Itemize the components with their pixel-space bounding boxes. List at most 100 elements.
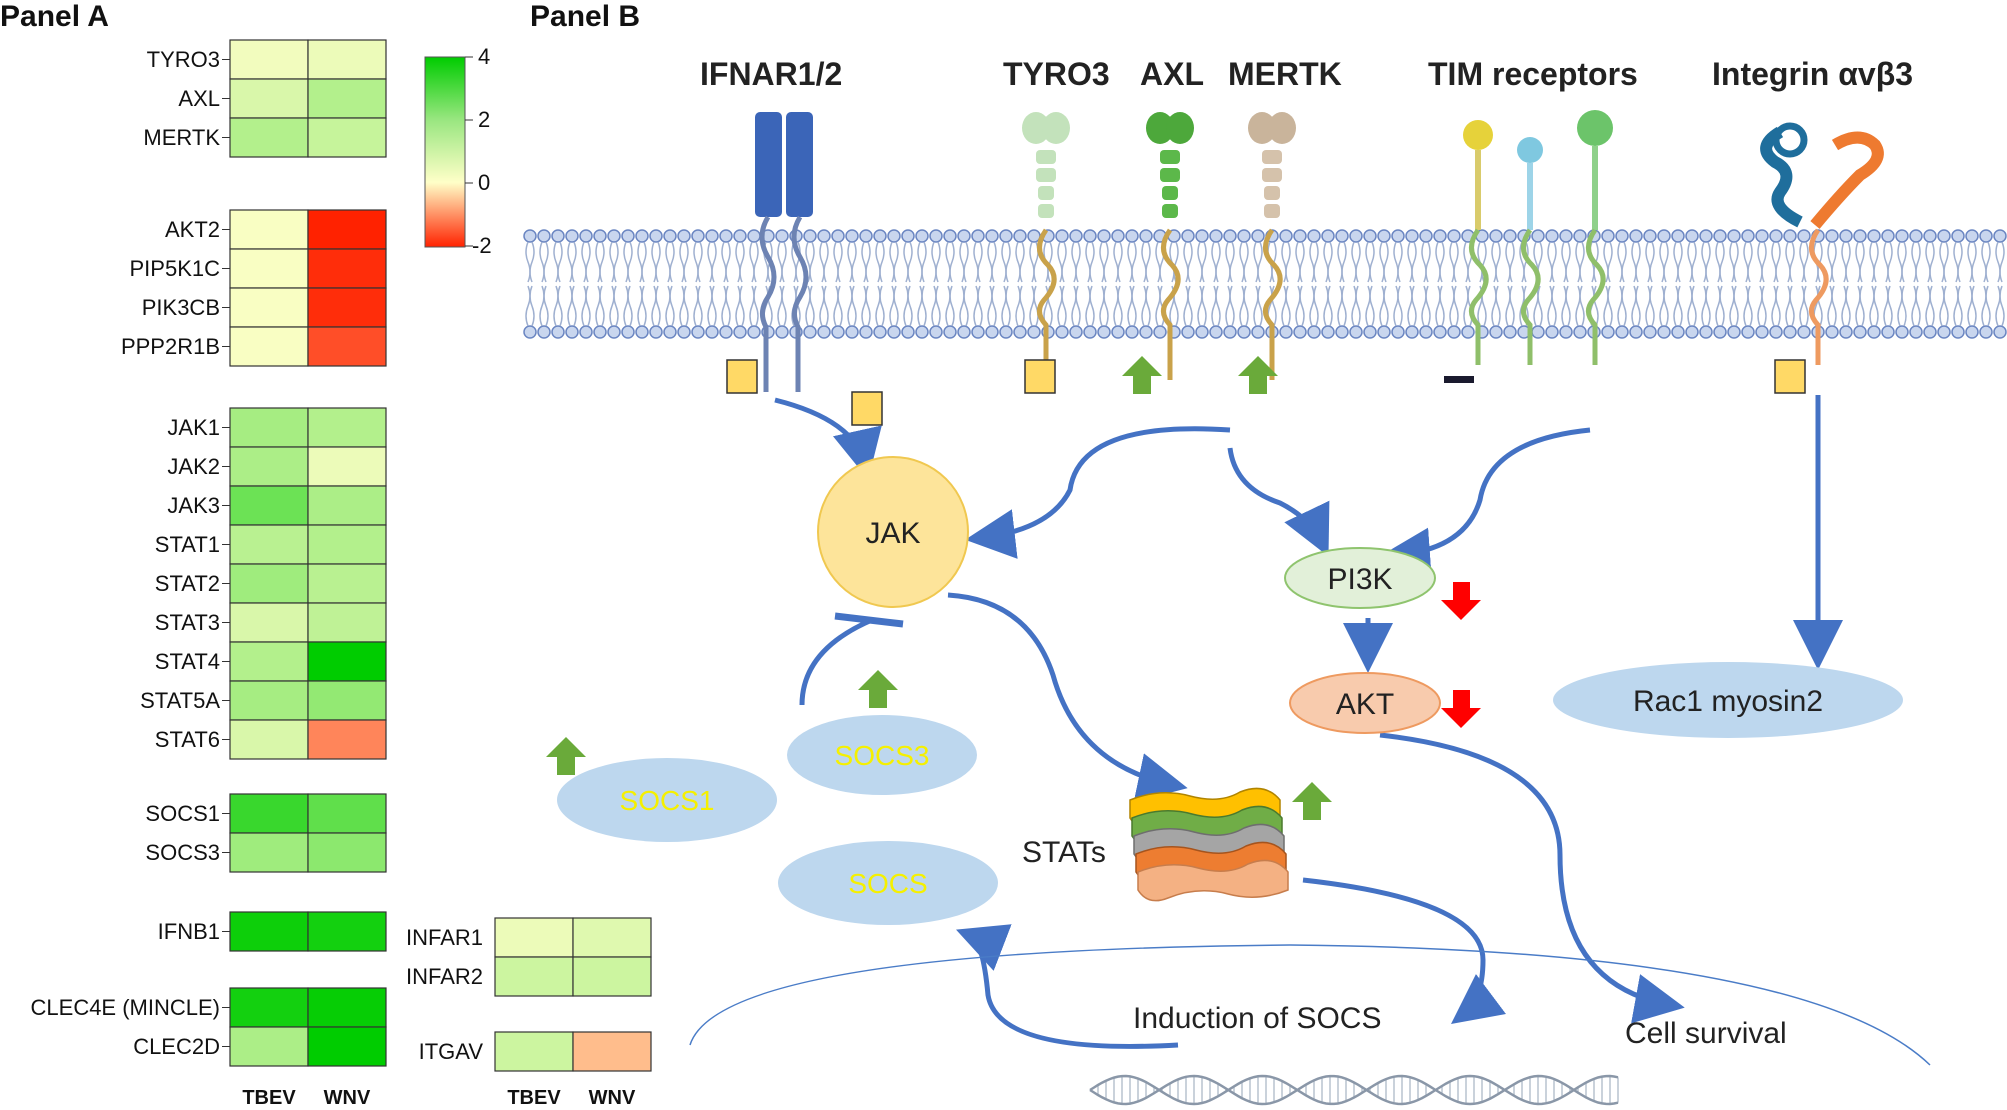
- gene-label: STAT3: [155, 610, 220, 635]
- minus-marker-tim: [1444, 376, 1474, 383]
- neutral-box-integrin: [1774, 359, 1806, 394]
- heatmap-cell: [307, 719, 387, 760]
- heatmap: TYRO3AXLMERTKAKT2PIP5K1CPIK3CBPPP2R1BJAK…: [31, 39, 387, 1109]
- heatmap-cell: [307, 485, 387, 526]
- label-induction: Induction of SOCS: [1133, 1002, 1381, 1035]
- heatmap-cell: [307, 832, 387, 873]
- heatmap-cell: [307, 563, 387, 604]
- heatmap-cell: [229, 719, 309, 760]
- heatmap-cell: [307, 641, 387, 682]
- heatmap-cell: [307, 987, 387, 1028]
- gene-label: MERTK: [143, 125, 220, 150]
- heatmap-cell: [494, 956, 574, 997]
- gene-label: INFAR2: [406, 964, 483, 989]
- tim-receptors: [1463, 110, 1613, 365]
- gene-label: JAK3: [167, 493, 220, 518]
- heatmap-cell: [307, 446, 387, 487]
- heatmap-cell: [229, 641, 309, 682]
- heatmap-cell: [229, 248, 309, 289]
- up-arrow-socs1: [546, 737, 586, 775]
- gene-label: AKT2: [165, 217, 220, 242]
- gene-label: STAT6: [155, 727, 220, 752]
- heatmap-cell: [229, 832, 309, 873]
- colorbar-tick-2: 2: [478, 107, 490, 132]
- heatmap-cell: [229, 680, 309, 721]
- gene-label: TYRO3: [147, 47, 220, 72]
- heatmap-cell: [307, 911, 387, 952]
- up-arrow-socs3: [858, 670, 898, 708]
- column-label: TBEV: [242, 1087, 296, 1109]
- colorbar-tick-minus2: -2: [472, 233, 492, 258]
- colorbar: 4 2 0 -2: [424, 44, 492, 258]
- gene-label: ITGAV: [419, 1039, 484, 1064]
- gene-label: STAT2: [155, 571, 220, 596]
- label-mertk: MERTK: [1228, 56, 1342, 92]
- heatmap-cell: [572, 1031, 652, 1072]
- gene-label: CLEC4E (MINCLE): [31, 995, 220, 1020]
- up-arrow-mertk: [1238, 356, 1278, 394]
- heatmap-cell: [307, 1026, 387, 1067]
- node-jak-label: JAK: [865, 517, 920, 550]
- node-pi3k-label: PI3K: [1327, 563, 1392, 596]
- heatmap-cell: [229, 602, 309, 643]
- heatmap-cell: [307, 524, 387, 565]
- label-tim: TIM receptors: [1428, 56, 1638, 92]
- heatmap-cell: [229, 485, 309, 526]
- label-ifnar: IFNAR1/2: [700, 56, 842, 92]
- colorbar-tick-0: 0: [478, 170, 490, 195]
- heatmap-cell: [494, 1031, 574, 1072]
- gene-label: INFAR1: [406, 925, 483, 950]
- heatmap-cell: [229, 326, 309, 367]
- tyro3-tail: [1037, 228, 1057, 380]
- heatmap-cell: [572, 956, 652, 997]
- inhibition-bar: [834, 612, 904, 628]
- gene-label: AXL: [178, 86, 220, 111]
- gene-label: STAT1: [155, 532, 220, 557]
- heatmap-cell: [307, 793, 387, 834]
- ifnar-receptor: [755, 112, 813, 392]
- down-arrow-pi3k: [1441, 582, 1481, 620]
- node-pi3k: PI3K: [1284, 547, 1436, 609]
- heatmap-cell: [229, 287, 309, 328]
- heatmap-cell: [307, 39, 387, 80]
- heatmap-cell: [307, 248, 387, 289]
- tyro3-receptor: [1022, 112, 1070, 218]
- panel-a-title: Panel A: [0, 0, 109, 33]
- node-socs3-label: SOCS3: [835, 740, 930, 771]
- heatmap-cell: [494, 917, 574, 958]
- heatmap-cell: [229, 39, 309, 80]
- neutral-box-tyro3: [1024, 359, 1056, 394]
- node-akt: AKT: [1289, 672, 1441, 734]
- label-tyro3: TYRO3: [1003, 56, 1110, 92]
- gene-label: STAT5A: [140, 688, 220, 713]
- heatmap-cell: [229, 1026, 309, 1067]
- gene-label: PIP5K1C: [130, 256, 221, 281]
- gene-label: JAK2: [167, 454, 220, 479]
- heatmap-cell: [307, 78, 387, 119]
- heatmap-cell: [229, 117, 309, 158]
- gene-label: SOCS1: [145, 801, 220, 826]
- heatmap-cell: [572, 917, 652, 958]
- nucleus-envelope: [689, 944, 1931, 1066]
- heatmap-cell: [307, 287, 387, 328]
- column-label: TBEV: [507, 1087, 561, 1109]
- heatmap-cell: [229, 407, 309, 448]
- panel-b-title: Panel B: [530, 0, 640, 33]
- column-label: WNV: [589, 1087, 636, 1109]
- gene-label: JAK1: [167, 415, 220, 440]
- panel-b: Panel B IFNAR1/2 TYRO3 AXL MERTK TIM rec…: [523, 0, 2007, 1106]
- node-socs1-label: SOCS1: [620, 785, 715, 816]
- gene-label: IFNB1: [158, 919, 220, 944]
- node-rac1: Rac1 myosin2: [1553, 662, 1903, 738]
- stats-stack: [1129, 787, 1289, 902]
- colorbar-tick-4: 4: [478, 44, 490, 69]
- gene-label: SOCS3: [145, 840, 220, 865]
- node-akt-label: AKT: [1336, 688, 1394, 721]
- up-arrow-stats: [1292, 782, 1332, 820]
- panel-a: Panel A TYRO3AXLMERTKAKT2PIP5K1CPIK3CBPP…: [0, 0, 652, 1109]
- heatmap-cell: [229, 209, 309, 250]
- heatmap-cell: [229, 563, 309, 604]
- heatmap-cell: [229, 78, 309, 119]
- node-socs3: SOCS3: [787, 715, 977, 795]
